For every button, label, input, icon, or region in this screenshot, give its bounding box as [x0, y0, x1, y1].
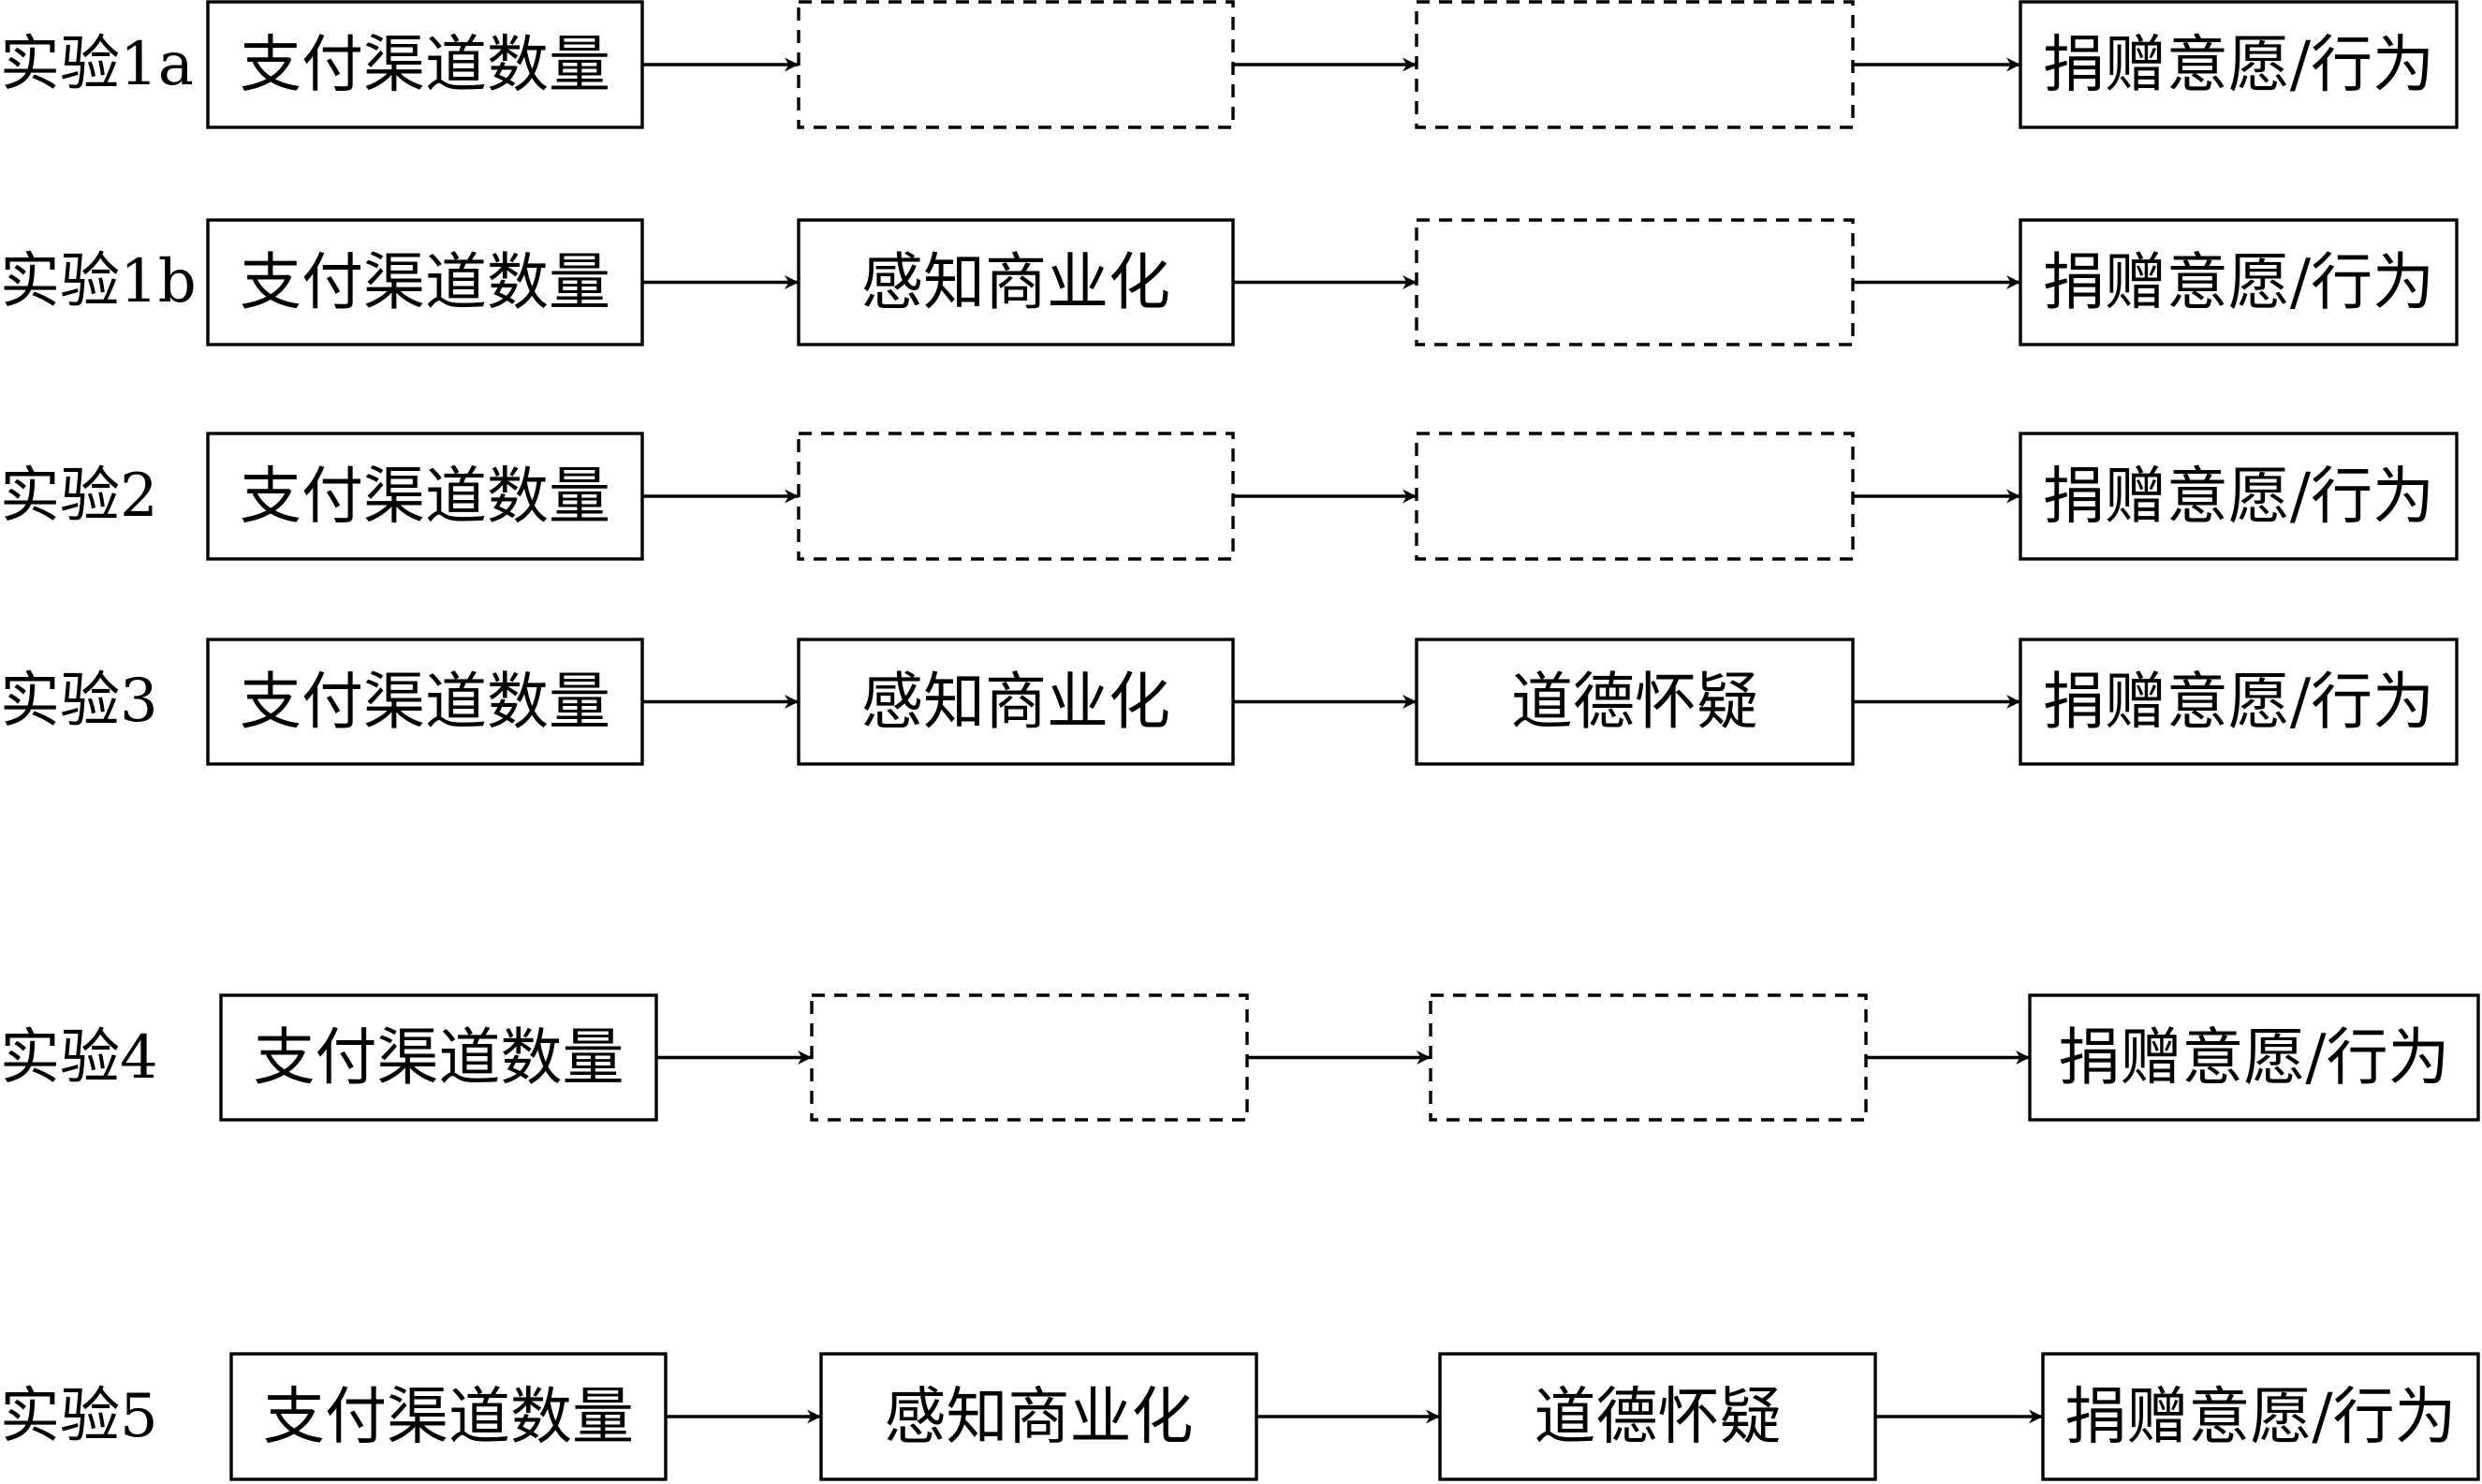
variable-box [2019, 0, 2459, 129]
unmeasured-variable-box [1429, 993, 1868, 1122]
variable-box [1415, 638, 1855, 766]
variable-label: 捐赠意愿/行为 [2043, 461, 2434, 533]
row-label: 实验1a [0, 30, 194, 99]
variable-label: 支付渠道数量 [240, 461, 610, 533]
experiment-row: 实验5 支付渠道数量 感知商业化 道德怀疑 捐赠意愿/行为 [0, 1352, 2480, 1481]
variable-label: 捐赠意愿/行为 [2043, 246, 2434, 318]
experiment-row: 实验3 支付渠道数量 感知商业化 道德怀疑 捐赠意愿/行为 [0, 638, 2459, 766]
variable-label: 捐赠意愿/行为 [2043, 29, 2434, 101]
variable-label: 捐赠意愿/行为 [2058, 1021, 2449, 1094]
variable-label: 支付渠道数量 [263, 1381, 634, 1453]
unmeasured-variable-box [797, 432, 1235, 561]
experiment-row: 实验2 支付渠道数量 捐赠意愿/行为 [0, 432, 2459, 561]
variable-box [206, 432, 644, 561]
variable-box [206, 0, 644, 129]
variable-label: 道德怀疑 [1535, 1381, 1782, 1453]
row-label: 实验2 [0, 462, 158, 531]
row-label: 实验1b [0, 247, 197, 316]
variable-label: 支付渠道数量 [254, 1021, 624, 1094]
variable-box [2019, 638, 2459, 766]
variable-label: 感知商业化 [885, 1381, 1194, 1453]
unmeasured-variable-box [797, 0, 1235, 129]
variable-box [229, 1352, 668, 1481]
variable-box [2019, 432, 2459, 561]
variable-box [219, 993, 658, 1122]
variable-box [2028, 993, 2480, 1122]
row-label: 实验3 [0, 667, 158, 736]
variable-label: 支付渠道数量 [240, 246, 610, 318]
row-label: 实验5 [0, 1382, 158, 1451]
unmeasured-variable-box [1415, 432, 1855, 561]
variable-box [206, 218, 644, 346]
experiment-row: 实验1a 支付渠道数量 捐赠意愿/行为 [0, 0, 2459, 129]
variable-box [206, 638, 644, 766]
unmeasured-variable-box [810, 993, 1249, 1122]
variable-box [797, 218, 1235, 346]
variable-label: 捐赠意愿/行为 [2043, 666, 2434, 738]
variable-label: 感知商业化 [861, 246, 1170, 318]
unmeasured-variable-box [1415, 218, 1855, 346]
variable-box [2019, 218, 2459, 346]
unmeasured-variable-box [1415, 0, 1855, 129]
experiment-row: 实验1b 支付渠道数量 感知商业化 捐赠意愿/行为 [0, 218, 2459, 346]
variable-label: 感知商业化 [861, 666, 1170, 738]
variable-label: 道德怀疑 [1511, 666, 1758, 738]
variable-label: 支付渠道数量 [240, 29, 610, 101]
variable-box [819, 1352, 1258, 1481]
variable-label: 捐赠意愿/行为 [2064, 1381, 2456, 1453]
row-label: 实验4 [0, 1023, 158, 1093]
variable-label: 支付渠道数量 [240, 666, 610, 738]
experiment-row: 实验4 支付渠道数量 捐赠意愿/行为 [0, 993, 2480, 1122]
